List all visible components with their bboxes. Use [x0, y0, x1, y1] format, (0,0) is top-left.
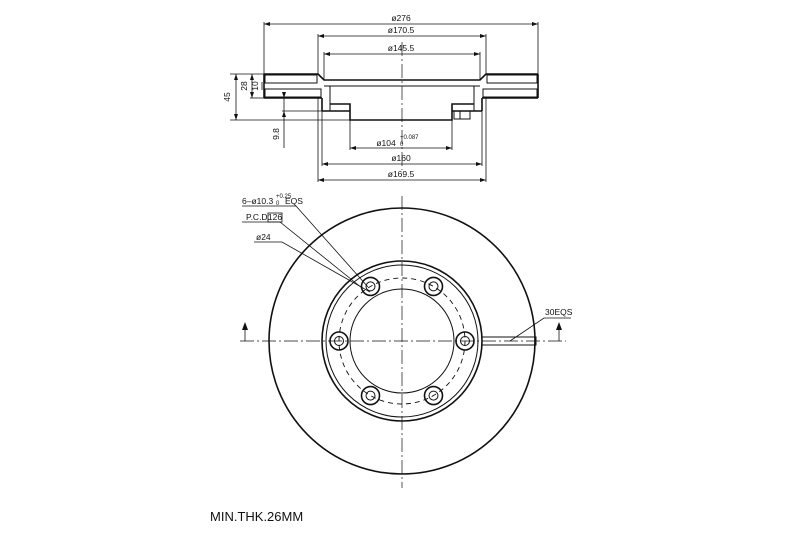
label-dia-169-5: ø169.5: [388, 169, 415, 179]
bolt-hole: [360, 385, 381, 406]
label-bolt-holes-suffix: EQS: [285, 196, 303, 206]
leader-slots: [509, 317, 571, 342]
arrows-28: [250, 74, 254, 98]
label-dia-170-5: ø170.5: [388, 25, 415, 35]
hatch-bottom-right: [482, 88, 538, 98]
label-dia-145-5: ø145.5: [388, 43, 415, 53]
bolt-hole: [423, 276, 444, 297]
label-slots: 30EQS: [545, 307, 573, 317]
label-tol-104-upper: +0.087: [400, 135, 419, 141]
bolt-hole-bore: [428, 281, 439, 292]
bolt-holes: [329, 276, 475, 406]
label-height-45: 45: [222, 92, 232, 102]
label-bolt-holes: 6–ø10.3: [242, 196, 273, 206]
label-bolt-holes-tol-lower: 0: [276, 201, 280, 207]
hatch-bottom-left: [264, 88, 322, 98]
label-dia-160: ø160: [391, 153, 411, 163]
cooling-slot: [481, 336, 537, 346]
label-pcd: P.C.D.: [246, 212, 270, 222]
bolt-hole: [455, 331, 475, 351]
hatch-top-right: [486, 74, 538, 84]
label-pcd-value: 126: [268, 212, 282, 222]
label-vane-10: 10: [250, 81, 260, 91]
pcd-value-box: [267, 212, 283, 223]
bolt-hole-bore: [334, 336, 344, 346]
min-thickness-note: MIN.THK.26MM: [210, 509, 303, 524]
arrows-9-8: [282, 92, 286, 117]
label-tol-104-lower: 0: [400, 142, 404, 148]
bolt-hole-bore: [460, 336, 470, 346]
label-dia-24: ø24: [256, 232, 271, 242]
label-dia-104: ø104: [376, 138, 396, 148]
bolt-hole: [423, 385, 444, 406]
leader-dia-24: [254, 241, 371, 293]
bolt-hole-bore: [428, 390, 439, 401]
label-thickness-28: 28: [239, 81, 249, 91]
bolt-hole: [360, 276, 381, 297]
section-arrow-left: [242, 322, 248, 330]
hatch-hub: [453, 110, 471, 120]
hub-face: [330, 103, 474, 121]
front-view: 6–ø10.3 +0.25 0 EQS P.C.D. 126 ø24 30EQS: [240, 194, 573, 488]
label-dia-276: ø276: [391, 13, 411, 23]
leader-bolt-holes: [242, 205, 369, 288]
bolt-hole-bore: [365, 281, 376, 292]
bolt-hole-bore: [365, 390, 376, 401]
bolt-hole: [329, 331, 349, 351]
label-offset-9-8: 9.8: [271, 128, 281, 140]
section-view: ø276 ø170.5 ø145.5 ø104 +0.087 0 ø160 ø1…: [222, 13, 539, 182]
hat-top: [317, 73, 487, 81]
section-arrow-right: [556, 322, 562, 330]
label-bolt-holes-tol-upper: +0.25: [276, 194, 292, 200]
hatch-top-left: [264, 74, 318, 84]
